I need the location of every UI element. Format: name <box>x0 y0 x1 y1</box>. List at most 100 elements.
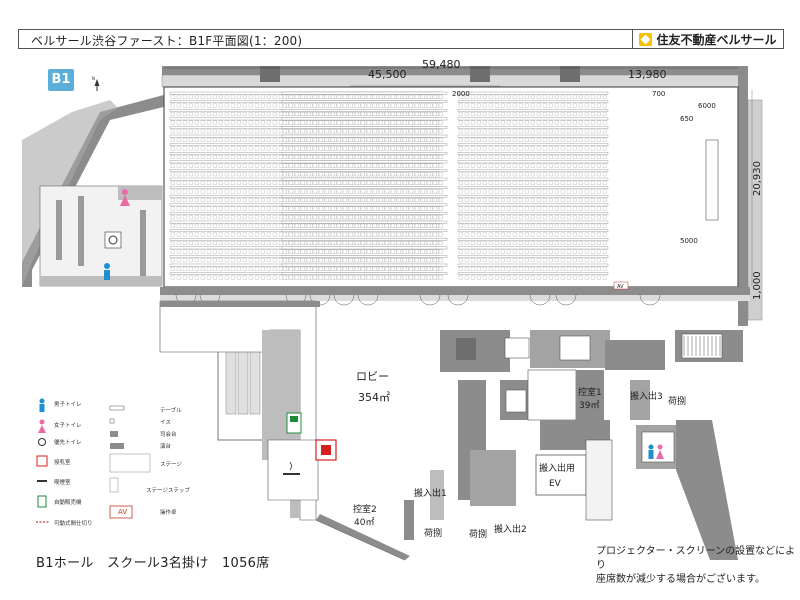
seat <box>312 266 317 271</box>
seat <box>212 180 217 185</box>
seat <box>330 258 335 263</box>
seat <box>342 275 347 280</box>
seat <box>318 137 323 142</box>
seat <box>266 163 271 168</box>
seat <box>554 172 559 177</box>
seat <box>288 241 293 245</box>
seat <box>212 206 217 211</box>
seat <box>372 258 377 263</box>
seat <box>194 155 199 159</box>
seat <box>396 103 401 108</box>
seat <box>288 206 293 211</box>
seat <box>300 223 305 228</box>
seat <box>224 258 229 263</box>
seat <box>590 198 595 202</box>
seat <box>318 215 323 220</box>
seat <box>324 103 329 108</box>
seat <box>494 180 499 185</box>
seat <box>524 172 529 177</box>
seat <box>578 258 583 263</box>
seat <box>348 223 353 228</box>
seat <box>224 163 229 168</box>
seat <box>306 180 311 185</box>
dimension-east-width: 13,980 <box>628 68 667 81</box>
legend-womens-label: 女子トイレ <box>54 423 82 429</box>
seat <box>602 258 607 263</box>
seat <box>548 180 553 185</box>
seat <box>176 172 181 177</box>
seat <box>464 275 469 280</box>
seat <box>506 146 511 151</box>
seat <box>530 241 535 245</box>
seat <box>324 163 329 168</box>
seat <box>254 180 259 185</box>
seat <box>360 155 365 159</box>
seat <box>266 120 271 125</box>
seat <box>396 146 401 151</box>
seat <box>248 155 253 159</box>
smoking-room-icon <box>280 461 304 480</box>
seat <box>548 103 553 108</box>
seat <box>548 172 553 177</box>
seat <box>170 120 175 125</box>
seat <box>518 206 523 211</box>
seat <box>458 232 463 237</box>
seating-table-row <box>281 272 448 275</box>
seat <box>324 146 329 151</box>
legend-mens-icon <box>39 398 45 412</box>
seat <box>348 112 353 116</box>
seat <box>176 155 181 159</box>
seat <box>512 94 517 99</box>
seat <box>420 163 425 168</box>
seat <box>230 180 235 185</box>
logo-mark-icon <box>639 32 653 46</box>
seat <box>548 223 553 228</box>
seat <box>288 198 293 202</box>
seat <box>572 275 577 280</box>
seat <box>260 215 265 220</box>
seat <box>584 146 589 151</box>
seat <box>248 180 253 185</box>
seat <box>384 120 389 125</box>
seat <box>342 120 347 125</box>
seat <box>536 206 541 211</box>
seat <box>396 266 401 271</box>
seat <box>218 223 223 228</box>
seat <box>242 155 247 159</box>
legend-lectern-label: 演台 <box>160 444 172 450</box>
seat <box>306 163 311 168</box>
seat <box>218 129 223 134</box>
seat <box>206 120 211 125</box>
seat <box>602 155 607 159</box>
seat <box>548 206 553 211</box>
seat <box>420 232 425 237</box>
seat <box>560 206 565 211</box>
seat <box>584 198 589 202</box>
seat <box>242 129 247 134</box>
seat <box>324 249 329 254</box>
seat <box>230 266 235 271</box>
seat <box>266 180 271 185</box>
seat <box>260 258 265 263</box>
seat <box>272 129 277 134</box>
seat <box>596 180 601 185</box>
seat <box>354 120 359 125</box>
seat <box>414 275 419 280</box>
seat <box>188 94 193 99</box>
seat <box>278 155 283 159</box>
seat <box>306 275 311 280</box>
seat <box>548 215 553 220</box>
seat <box>360 249 365 254</box>
seat <box>432 146 437 151</box>
seat <box>548 249 553 254</box>
seat <box>414 258 419 263</box>
seat <box>432 137 437 142</box>
seat <box>218 258 223 263</box>
seat <box>188 172 193 177</box>
seat <box>554 163 559 168</box>
seat <box>342 198 347 202</box>
seat <box>566 155 571 159</box>
seat <box>438 258 443 263</box>
seat <box>390 198 395 202</box>
seat <box>294 215 299 220</box>
